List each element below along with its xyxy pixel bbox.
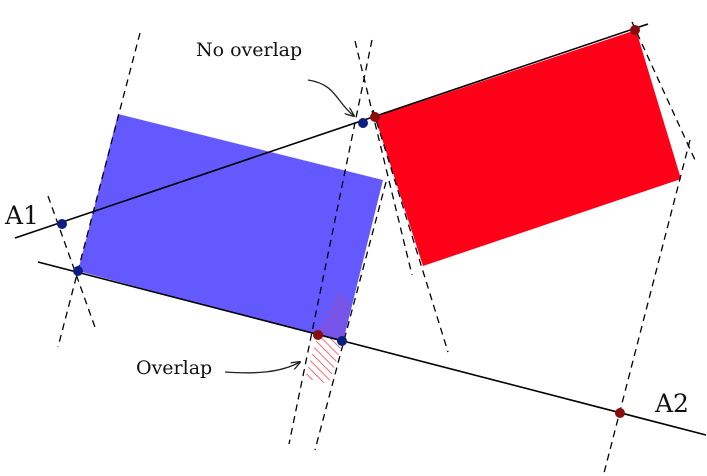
projection-point-red [313,330,323,340]
axis-a1-label: A1 [4,201,39,230]
projection-point-red [630,25,640,35]
overlap-arrow [224,362,300,374]
overlap-label: Overlap [136,357,212,379]
projection-line [288,39,373,445]
projection-line [631,21,696,161]
no-overlap-arrow [307,79,354,116]
axis-a1-line [14,23,649,239]
red-rectangle [375,30,681,266]
projection-point-blue [57,219,67,229]
projection-point-blue [73,266,83,276]
no-overlap-label: No overlap [196,39,302,61]
axis-a2-label: A2 [654,389,689,418]
projection-point-blue [358,118,368,128]
projection-line [314,181,387,451]
projection-line [372,109,449,353]
projection-line [57,32,141,348]
projection-point-red [370,112,380,122]
projection-line [603,139,691,474]
overlap-hatch-on-axis [305,335,343,384]
overlap-hatch-on-box [316,292,352,342]
projection-point-red [615,408,625,418]
blue-rectangle [78,114,383,342]
projection-line [354,40,413,276]
projection-point-blue [337,336,347,346]
axis-a2-line [37,261,707,436]
